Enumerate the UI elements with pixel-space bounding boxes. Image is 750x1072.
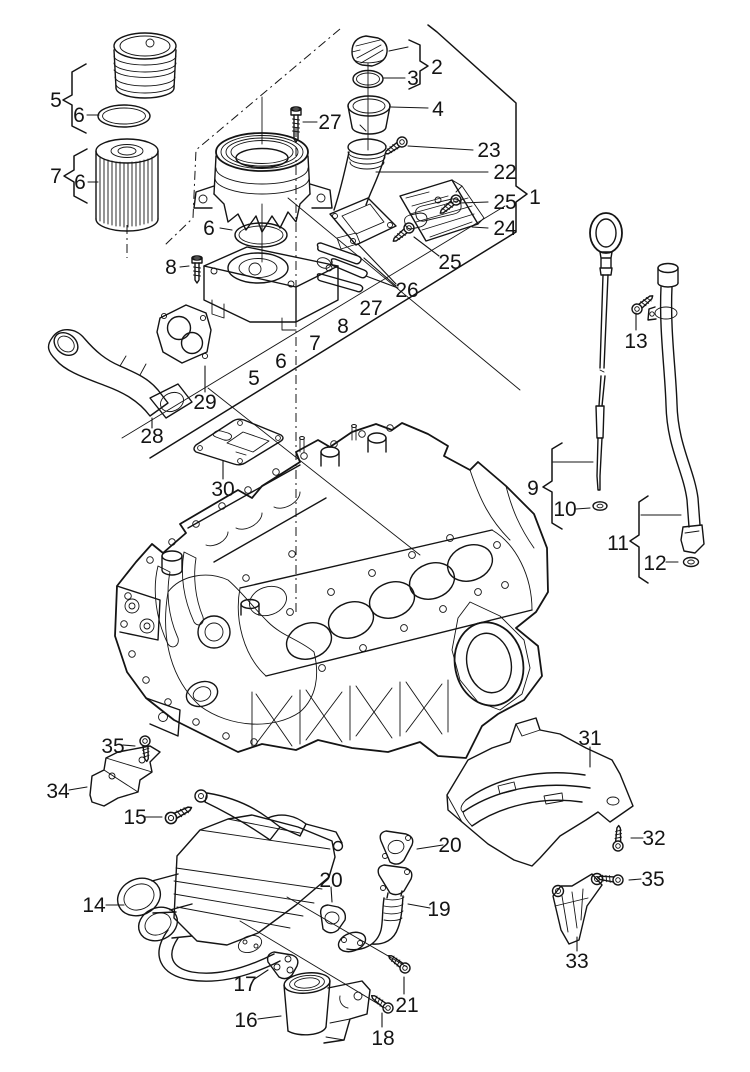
callout-6-2[interactable]: 6 xyxy=(74,171,86,194)
guide-tube-seal xyxy=(682,556,700,568)
callout-28[interactable]: 28 xyxy=(140,425,163,448)
callout-19[interactable]: 19 xyxy=(427,898,450,921)
callout-23[interactable]: 23 xyxy=(477,139,500,162)
callout-35[interactable]: 35 xyxy=(641,868,664,891)
oil-filter-element xyxy=(95,138,159,232)
leader-lines xyxy=(68,46,679,1028)
oil-dipstick xyxy=(589,212,623,491)
callout-31[interactable]: 31 xyxy=(578,727,601,750)
bolt-18 xyxy=(367,990,396,1016)
callout-2[interactable]: 2 xyxy=(431,56,443,79)
filter-cap-o-ring xyxy=(97,104,151,128)
callout-33[interactable]: 33 xyxy=(565,950,588,973)
callout-29[interactable]: 29 xyxy=(193,391,216,414)
callout-22[interactable]: 22 xyxy=(493,161,516,184)
damper-canister xyxy=(283,972,371,1044)
callout-24[interactable]: 24 xyxy=(493,217,517,240)
bolt-13 xyxy=(629,291,657,317)
bracket-7-6 xyxy=(63,148,88,204)
housing-o-ring xyxy=(234,222,288,248)
oil-return-pipe xyxy=(337,864,413,953)
housing-base xyxy=(203,246,339,331)
housing-gasket xyxy=(193,418,284,466)
callout-6-3[interactable]: 6 xyxy=(275,350,287,373)
callout-5-2[interactable]: 5 xyxy=(248,367,260,390)
callout-18[interactable]: 18 xyxy=(371,1027,394,1050)
oil-filter-cap xyxy=(113,32,177,99)
callout-32[interactable]: 32 xyxy=(642,827,665,850)
callout-8-2[interactable]: 8 xyxy=(165,256,177,279)
callout-4[interactable]: 4 xyxy=(432,98,444,121)
housing-fit-line xyxy=(287,197,521,391)
bolt-25a xyxy=(436,192,464,218)
oil-filler-cap xyxy=(351,35,388,67)
callout-27[interactable]: 27 xyxy=(318,111,341,134)
oil-filler-tube xyxy=(329,138,397,246)
retaining-bracket-34 xyxy=(89,745,161,807)
bolt-35a xyxy=(138,734,153,763)
engine-block xyxy=(114,422,549,759)
bolt-32 xyxy=(612,824,625,852)
bracket-5-6 xyxy=(62,63,87,134)
pipe-gasket xyxy=(156,304,212,364)
pipe-flange-gasket-20 xyxy=(379,830,414,865)
oil-baffle-plate xyxy=(446,717,634,867)
bolt-15 xyxy=(162,801,195,827)
callout-34[interactable]: 34 xyxy=(46,780,70,803)
group-wedge-upper xyxy=(121,205,506,439)
callout-21[interactable]: 21 xyxy=(395,994,418,1017)
callout-13[interactable]: 13 xyxy=(624,330,647,353)
callout-17[interactable]: 17 xyxy=(233,973,256,996)
callout-7[interactable]: 7 xyxy=(50,165,62,188)
bracket-2-3 xyxy=(408,39,429,90)
filler-funnel xyxy=(347,95,391,135)
callout-12[interactable]: 12 xyxy=(643,552,666,575)
coolant-pipe xyxy=(47,329,193,419)
callout-7-2[interactable]: 7 xyxy=(309,332,321,355)
dipstick-seal xyxy=(592,501,608,511)
callout-5[interactable]: 5 xyxy=(50,89,62,112)
callout-35-2[interactable]: 35 xyxy=(101,735,124,758)
bracket-9-10 xyxy=(542,442,563,530)
callout-1[interactable]: 1 xyxy=(529,186,541,209)
callout-10[interactable]: 10 xyxy=(553,498,576,521)
housing-boundary-dash xyxy=(163,28,341,247)
callout-8[interactable]: 8 xyxy=(337,315,349,338)
callout-25-2[interactable]: 25 xyxy=(438,251,461,274)
support-bracket-33 xyxy=(551,872,604,945)
callout-3[interactable]: 3 xyxy=(407,67,419,90)
callout-6-4[interactable]: 6 xyxy=(203,217,215,240)
pipe-fit-line xyxy=(207,387,421,556)
callout-15[interactable]: 15 xyxy=(123,806,146,829)
bolt-8 xyxy=(191,255,203,284)
bracket-11-12 xyxy=(629,495,649,584)
dipstick-guide-tube xyxy=(647,262,705,554)
callout-6[interactable]: 6 xyxy=(73,104,85,127)
bolt-21 xyxy=(384,950,413,976)
callout-14[interactable]: 14 xyxy=(82,894,106,917)
callout-16[interactable]: 16 xyxy=(234,1009,257,1032)
oil-cooler xyxy=(116,789,344,982)
callout-labels: 5 6 7 6 2 3 4 27 23 22 25 1 24 25 26 27 … xyxy=(46,56,666,1050)
callout-20[interactable]: 20 xyxy=(319,869,342,892)
canister-gasket-17 xyxy=(266,951,299,980)
cooler-gasket-20 xyxy=(319,904,347,934)
callout-25[interactable]: 25 xyxy=(493,191,516,214)
callout-27-2[interactable]: 27 xyxy=(359,297,382,320)
callout-11[interactable]: 11 xyxy=(607,532,629,555)
callout-20-2[interactable]: 20 xyxy=(438,834,461,857)
callout-30[interactable]: 30 xyxy=(211,478,234,501)
bracket-1 xyxy=(149,24,528,459)
callout-9[interactable]: 9 xyxy=(527,477,539,500)
callout-26[interactable]: 26 xyxy=(395,279,418,302)
assembly-axis-a xyxy=(286,896,408,968)
